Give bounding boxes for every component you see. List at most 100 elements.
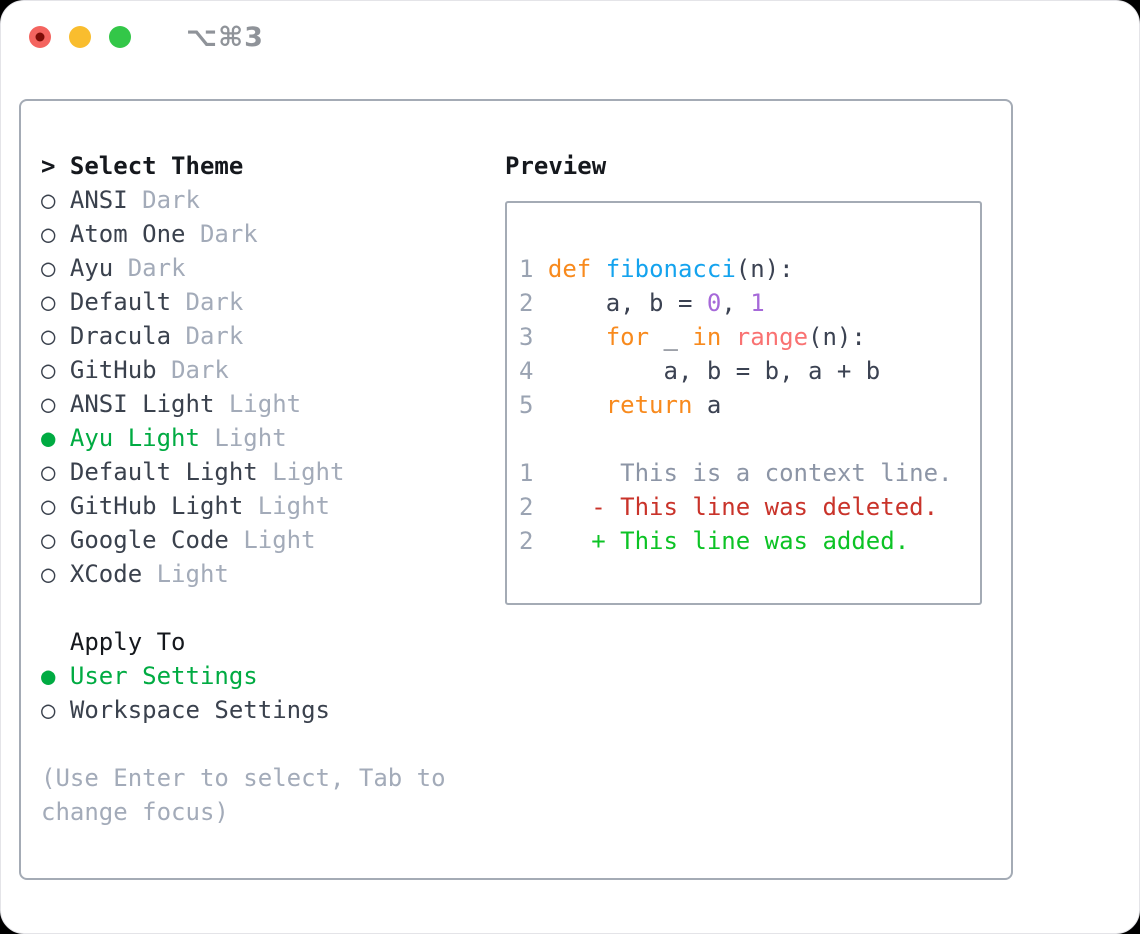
radio-unselected-icon: ○ (41, 458, 56, 486)
radio-selected-icon: ● (41, 662, 56, 690)
line-number: 1 (519, 459, 548, 487)
theme-option-github[interactable]: ○ GitHub Dark (41, 353, 505, 387)
minimize-button[interactable] (69, 26, 91, 48)
preview-section: Preview 1 def fibonacci(n):2 a, b = 0, 1… (505, 149, 982, 605)
select-theme-title-text: Select Theme (69, 152, 244, 180)
keyboard-hint: (Use Enter to select, Tab to change focu… (41, 764, 446, 826)
theme-selector-panel: > Select Theme ○ ANSI Dark○ Atom One Dar… (19, 99, 1013, 880)
theme-name: Default (69, 288, 172, 316)
line-number: 4 (519, 357, 548, 385)
code-token: - This line was deleted. (547, 493, 939, 521)
apply-option-workspace-settings[interactable]: ○ Workspace Settings (41, 693, 505, 727)
theme-list-section: > Select Theme ○ ANSI Dark○ Atom One Dar… (41, 149, 505, 829)
theme-name: Atom One (69, 220, 186, 248)
theme-option-ansi[interactable]: ○ ANSI Dark (41, 183, 505, 217)
theme-option-default-light[interactable]: ○ Default Light Light (41, 455, 505, 489)
theme-option-dracula[interactable]: ○ Dracula Dark (41, 319, 505, 353)
code-token: , (721, 289, 751, 317)
radio-unselected-icon: ○ (41, 560, 56, 588)
maximize-button[interactable] (109, 26, 131, 48)
theme-variant: Dark (199, 220, 258, 248)
code-line: 2 + This line was added. (519, 524, 980, 558)
radio-unselected-icon: ○ (41, 288, 56, 316)
radio-unselected-icon: ○ (41, 254, 56, 282)
theme-option-ayu[interactable]: ○ Ayu Dark (41, 251, 505, 285)
code-token (591, 255, 605, 283)
code-token: def (547, 255, 592, 283)
code-token: (n): (735, 255, 794, 283)
spacer (41, 591, 505, 625)
theme-option-xcode[interactable]: ○ XCode Light (41, 557, 505, 591)
theme-option-atom-one[interactable]: ○ Atom One Dark (41, 217, 505, 251)
theme-name: ANSI (69, 186, 128, 214)
line-number: 2 (519, 289, 548, 317)
theme-variant: Light (228, 390, 302, 418)
code-token (548, 391, 606, 419)
theme-option-ayu-light[interactable]: ● Ayu Light Light (41, 421, 505, 455)
theme-variant: Light (214, 424, 287, 452)
theme-name: Ayu Light (69, 424, 200, 452)
code-line: 5 return a (519, 388, 980, 422)
line-number (519, 425, 548, 453)
code-token: 0 (706, 289, 722, 317)
select-theme-title: > Select Theme (41, 149, 505, 183)
close-button[interactable] (29, 26, 51, 48)
theme-variant: Dark (142, 186, 200, 214)
line-number: 3 (519, 323, 548, 351)
theme-name: Default Light (69, 458, 258, 486)
window-titlebar: ⌥⌘3 (29, 22, 264, 53)
code-token: This is a context line. (547, 459, 953, 487)
line-number: 2 (519, 527, 548, 555)
code-token: (n): (808, 323, 866, 351)
code-token: a (692, 391, 722, 419)
radio-unselected-icon: ○ (41, 696, 56, 724)
theme-name: Google Code (69, 526, 229, 554)
code-token: a, b = b, a + b (547, 357, 881, 385)
radio-unselected-icon: ○ (41, 322, 56, 350)
theme-name: XCode (69, 560, 143, 588)
code-line: 2 a, b = 0, 1 (519, 286, 980, 320)
theme-variant: Dark (185, 288, 244, 316)
apply-to-title-text: Apply To (69, 628, 186, 656)
apply-option-label: Workspace Settings (69, 696, 330, 724)
code-line: 3 for _ in range(n): (519, 320, 980, 354)
code-token: 1 (750, 289, 765, 317)
radio-unselected-icon: ○ (41, 186, 56, 214)
radio-unselected-icon: ○ (41, 390, 56, 418)
theme-name: ANSI Light (69, 390, 215, 418)
theme-variant: Dark (127, 254, 186, 282)
focus-caret-icon: > (41, 152, 56, 180)
theme-name: Ayu (69, 254, 114, 282)
theme-variant: Light (272, 458, 345, 486)
code-token: + This line was added. (547, 527, 910, 555)
radio-unselected-icon: ○ (41, 220, 56, 248)
code-line: 1 This is a context line. (519, 456, 980, 490)
preview-title: Preview (505, 152, 607, 180)
theme-variant: Light (257, 492, 330, 520)
code-token (721, 323, 735, 351)
apply-option-user-settings[interactable]: ● User Settings (41, 659, 505, 693)
theme-option-google-code[interactable]: ○ Google Code Light (41, 523, 505, 557)
code-line: 2 - This line was deleted. (519, 490, 980, 524)
theme-name: GitHub (69, 356, 157, 384)
radio-unselected-icon: ○ (41, 492, 56, 520)
code-token: a, b = (547, 289, 707, 317)
radio-unselected-icon: ○ (41, 356, 56, 384)
code-token: return (605, 391, 693, 419)
theme-variant: Light (243, 526, 316, 554)
code-token: for (605, 323, 650, 351)
line-number: 1 (519, 255, 548, 283)
theme-option-github-light[interactable]: ○ GitHub Light Light (41, 489, 505, 523)
code-line: 1 def fibonacci(n): (519, 252, 980, 286)
code-token: fibonacci (605, 255, 736, 283)
code-token: range (735, 323, 809, 351)
line-number: 2 (519, 493, 548, 521)
theme-option-ansi-light[interactable]: ○ ANSI Light Light (41, 387, 505, 421)
apply-option-label: User Settings (69, 662, 258, 690)
theme-variant: Dark (171, 356, 229, 384)
theme-name: Dracula (69, 322, 172, 350)
theme-option-default[interactable]: ○ Default Dark (41, 285, 505, 319)
window-shortcut-label: ⌥⌘3 (186, 21, 264, 53)
